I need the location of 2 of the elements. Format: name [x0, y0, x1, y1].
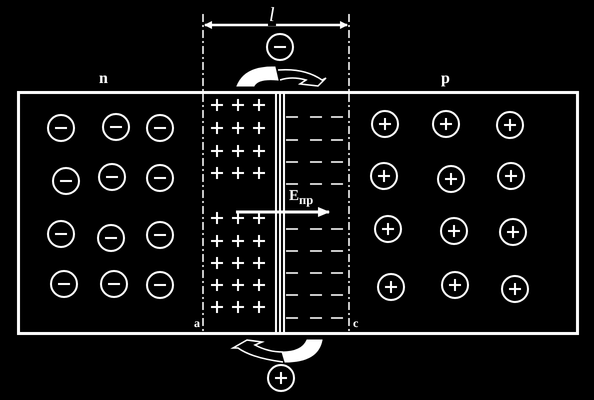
- field-label: E$_{пр}$: [288, 188, 314, 208]
- dimension-label: l: [268, 4, 276, 26]
